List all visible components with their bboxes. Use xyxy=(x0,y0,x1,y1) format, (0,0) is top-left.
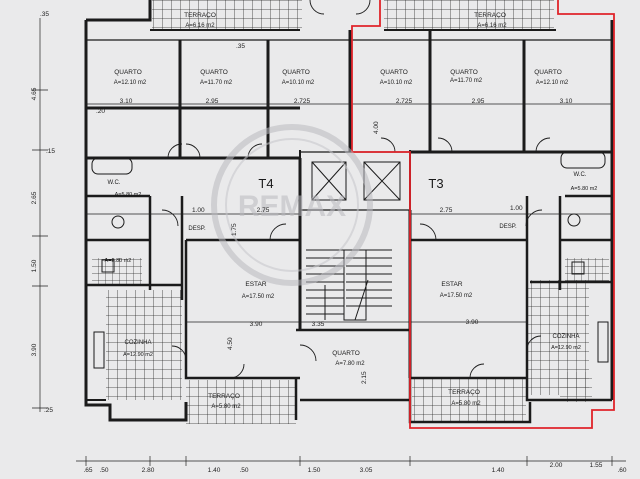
room-area-quarto-r3: A=12.10 m2 xyxy=(536,80,569,86)
dim-small-7: 4.00 xyxy=(373,121,380,134)
room-name-quarto-center: QUARTO xyxy=(332,350,360,357)
stair-core xyxy=(306,161,401,321)
dim-bottom-7: 3.05 xyxy=(360,467,373,474)
room-area-quarto-center: A=7.80 m2 xyxy=(335,361,365,367)
room-name-quarto-r2: QUARTO xyxy=(450,69,478,76)
dim-row-a-6: 3.10 xyxy=(560,98,573,105)
room-name-terraco-bot-right: TERRAÇO xyxy=(448,389,480,396)
room-name-cozinha-l: COZINHA xyxy=(125,340,152,346)
room-name-estar-l: ESTAR xyxy=(245,281,266,288)
room-name-cozinha-r: COZINHA xyxy=(553,334,580,340)
dimension-lines xyxy=(32,18,626,466)
dim-bottom-8: 1.40 xyxy=(492,467,505,474)
room-area-wc-l: A=5.80 m2 xyxy=(115,192,142,198)
room-name-terraco-bot-left: TERRAÇO xyxy=(208,393,240,400)
dim-bottom-2: .50 xyxy=(99,467,108,474)
room-name-wc-r: W.C. xyxy=(574,172,587,178)
dim-row-a-4: 2.725 xyxy=(396,98,413,105)
dim-row-c-3: 3.90 xyxy=(466,319,479,326)
dim-top-small-1: .35 xyxy=(40,11,49,18)
dim-bottom-6: 1.50 xyxy=(308,467,321,474)
room-area-cozinha-r: A=12.90 m2 xyxy=(551,345,581,351)
watermark-logo: REMAX xyxy=(211,124,373,286)
watermark-text: REMAX xyxy=(238,190,346,223)
room-area-terraco-top-right: A=6.16 m2 xyxy=(477,23,507,29)
dim-left-1: 4.65 xyxy=(31,87,38,100)
room-area-estar-r: A=17.50 m2 xyxy=(440,293,473,299)
room-area-quarto-r1: A=10.10 m2 xyxy=(380,80,413,86)
dim-bottom-4: 1.40 xyxy=(208,467,221,474)
dim-small-1: .20 xyxy=(96,108,105,115)
dim-small-2: .15 xyxy=(46,148,55,155)
dim-row-a-2: 2.95 xyxy=(206,98,219,105)
room-area-quarto-l2: A=11.70 m2 xyxy=(200,80,233,86)
room-area-quarto-r2: A=11.70 m2 xyxy=(450,78,483,84)
dim-bottom-11: .60 xyxy=(617,467,626,474)
dim-row-c-2: 3.35 xyxy=(312,321,325,328)
dim-small-5: 1.75 xyxy=(231,223,238,236)
dim-bottom-9: 2.00 xyxy=(550,462,563,469)
room-area-terraco-bot-right: A=5.80 m2 xyxy=(451,401,481,407)
room-area-wc-small-l: A=2.80 m2 xyxy=(105,258,132,264)
dim-row-b-1: 2.75 xyxy=(257,207,270,214)
room-name-quarto-r3: QUARTO xyxy=(534,69,562,76)
dim-left-2: 2.65 xyxy=(31,191,38,204)
room-name-quarto-l2: QUARTO xyxy=(200,69,228,76)
dim-row-c-1: 3.90 xyxy=(250,321,263,328)
dim-top-small-2: .35 xyxy=(236,43,245,50)
room-labels: TERRAÇO A=6.16 m2 TERRAÇO A=6.16 m2 QUAR… xyxy=(105,12,598,410)
unit-label-t3: T3 xyxy=(428,176,443,191)
room-area-estar-l: A=17.50 m2 xyxy=(242,294,275,300)
dim-small-3: .25 xyxy=(44,407,53,414)
room-name-terraco-top-right: TERRAÇO xyxy=(474,12,506,19)
dim-bottom-5: .50 xyxy=(239,467,248,474)
room-name-terraco-top-left: TERRAÇO xyxy=(184,12,216,19)
room-name-wc-l: W.C. xyxy=(108,180,121,186)
room-area-quarto-l3: A=10.10 m2 xyxy=(282,80,315,86)
unit-label-t4: T4 xyxy=(258,176,273,191)
dim-left-4: 3.90 xyxy=(31,343,38,356)
dim-bottom-1: .65 xyxy=(83,467,92,474)
unit-highlight-outline xyxy=(351,0,615,429)
dim-row-a-3: 2.725 xyxy=(294,98,311,105)
dim-row-a-5: 2.95 xyxy=(472,98,485,105)
room-area-wc-r: A=5.80 m2 xyxy=(571,186,598,192)
room-name-estar-r: ESTAR xyxy=(441,281,462,288)
dim-left-3: 1.50 xyxy=(31,259,38,272)
room-name-desp-r: DESP. xyxy=(499,224,517,230)
dim-small-4: 1.00 xyxy=(192,207,205,214)
room-area-terraco-bot-left: A=5.80 m2 xyxy=(211,404,241,410)
dim-row-a-1: 3.10 xyxy=(120,98,133,105)
dim-small-9: 1.00 xyxy=(510,205,523,212)
room-area-terraco-top-left: A=6.16 m2 xyxy=(185,23,215,29)
room-area-cozinha-l: A=12.90 m2 xyxy=(123,352,153,358)
dim-row-b-2: 2.75 xyxy=(440,207,453,214)
dim-bottom-10: 1.55 xyxy=(590,462,603,469)
room-name-quarto-r1: QUARTO xyxy=(380,69,408,76)
walls xyxy=(84,0,614,424)
room-name-quarto-l3: QUARTO xyxy=(282,69,310,76)
tiled-areas xyxy=(92,0,609,424)
dim-small-8: 2.15 xyxy=(361,371,368,384)
dim-small-6: 4.50 xyxy=(227,337,234,350)
door-swings xyxy=(161,0,551,379)
room-area-quarto-l1: A=12.10 m2 xyxy=(114,80,147,86)
dimension-texts: 3.10 2.95 2.725 2.725 2.95 3.10 2.75 2.7… xyxy=(31,11,627,474)
room-name-quarto-l1: QUARTO xyxy=(114,69,142,76)
dim-bottom-3: 2.80 xyxy=(142,467,155,474)
room-name-desp-l: DESP. xyxy=(188,226,206,232)
